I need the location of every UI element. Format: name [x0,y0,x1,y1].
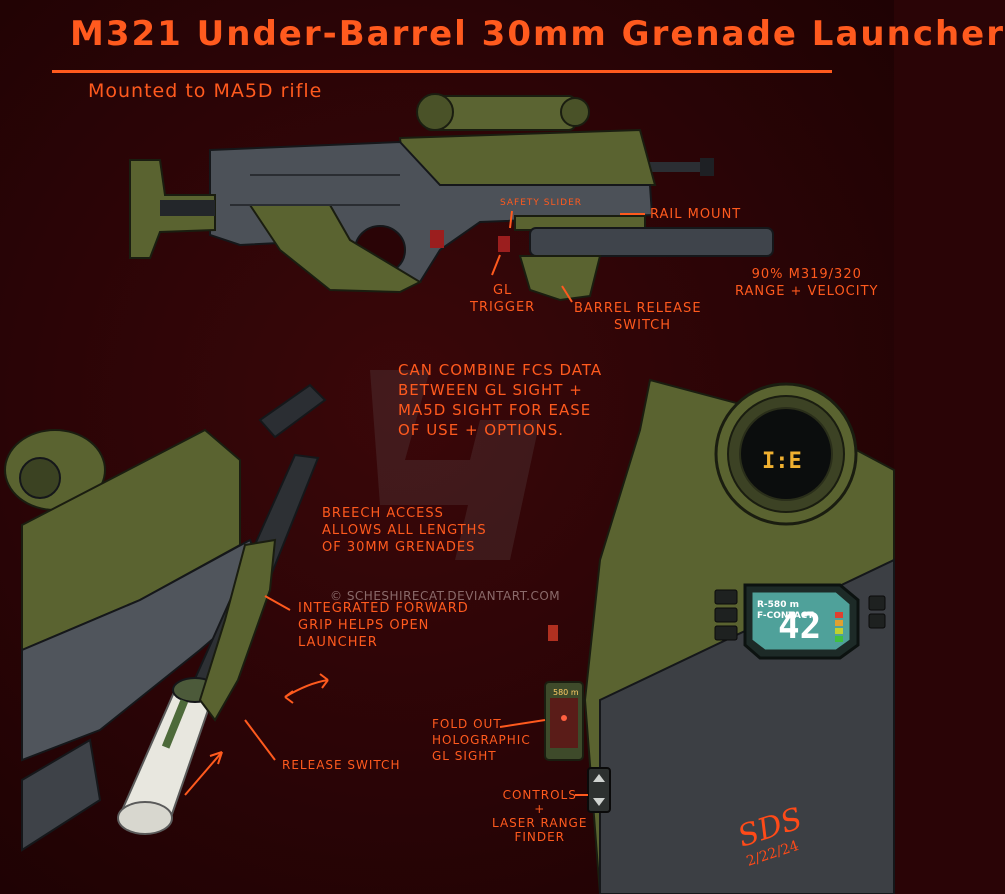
holo-range-readout: 580 m [553,688,579,697]
note-rail-mount: Rail Mount [650,207,742,222]
closeup-leader-lines [184,595,329,796]
hud-ammo-count: 42 [778,606,822,647]
watermark-glyph [370,370,540,560]
title-underline [52,70,832,73]
note-release-switch: Release Switch [282,758,401,772]
svg-text:I:E: I:E [762,449,802,474]
note-gl-trigger: GL Trigger [470,283,536,315]
sight-closeup: I:E [544,378,895,894]
top-leader-lines [491,210,645,303]
note-forward-grip: Integrated forward grip helps open launc… [298,601,469,650]
note-controls: Controls + Laser Range Finder [492,788,588,844]
weapon-artwork: I:E [4,93,895,894]
launcher-closeup [4,383,327,852]
note-safety-slider: Safety slider [500,198,583,208]
rifle-side-view [129,93,774,302]
page-subtitle: Mounted to MA5D rifle [88,80,323,102]
sight-leader-lines [499,719,588,796]
hud-status-text: R-580 m F-CONTACT [757,600,814,621]
note-range-velocity: 90% M319/320 Range + Velocity [735,267,879,299]
note-barrel-release: Barrel release switch [574,301,702,333]
note-fcs-data: Can combine FCS data between GL sight + … [398,361,603,439]
page-title: M321 Under-Barrel 30mm Grenade Launcher [70,14,1005,54]
watermark-text: © SCHESHIRECAT.DEVIANTART.COM [330,589,561,603]
note-holo-sight: Fold out holographic GL sight [432,717,531,763]
note-breech-access: Breech Access allows all lengths of 30mm… [322,506,487,555]
